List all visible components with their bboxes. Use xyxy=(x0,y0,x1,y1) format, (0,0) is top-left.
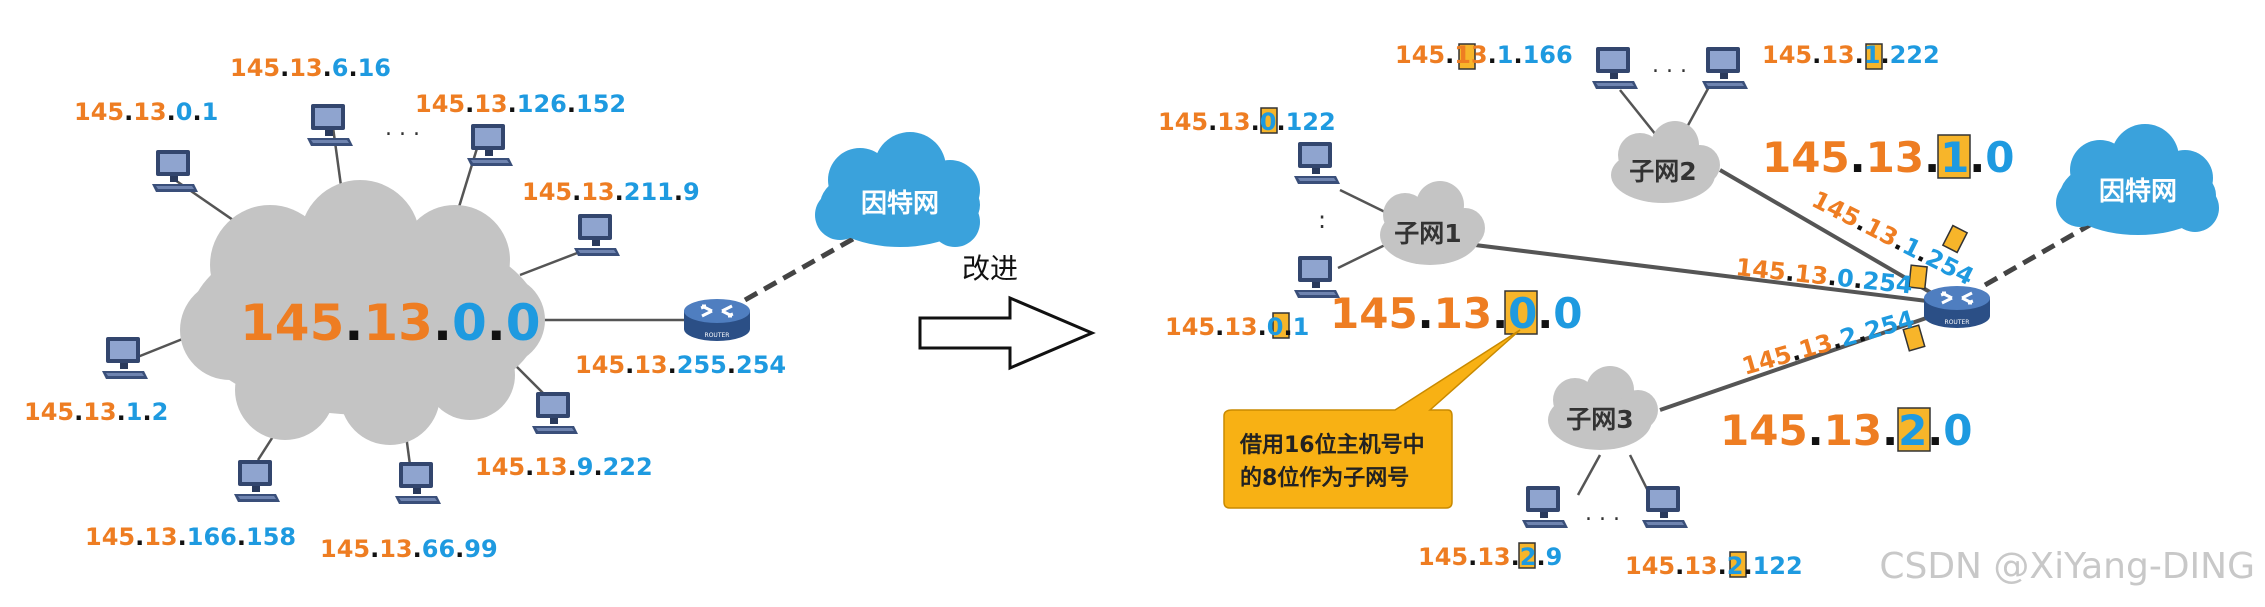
internet-cloud xyxy=(2056,124,2219,235)
router-icon xyxy=(1922,284,1992,330)
callout-line-2: 的8位作为子网号 xyxy=(1240,465,1409,491)
computer-icon xyxy=(102,337,148,379)
computer-icon xyxy=(1522,486,1568,528)
left-network-address: 145.13.0.0 xyxy=(240,294,541,352)
host-ip-label: 145.13.126.152 xyxy=(415,90,626,118)
host-ip-label: 145.13.0.1 xyxy=(74,98,218,126)
computer-icon xyxy=(532,392,578,434)
router-icon xyxy=(682,297,752,343)
subnet3-cloud xyxy=(1548,366,1658,450)
computer-icon xyxy=(1592,47,1638,89)
internet-label: 因特网 xyxy=(861,188,939,219)
computer-icon xyxy=(307,104,353,146)
computer-icon xyxy=(1642,486,1688,528)
computer-icon xyxy=(467,124,513,166)
host-ip-label: 145.13.1.166 xyxy=(1395,41,1573,69)
subnet-network-address: 145.13.0.0 xyxy=(1330,289,1583,338)
internet-link xyxy=(743,232,862,303)
router-ip-label: 145.13.2.254 xyxy=(1739,305,1918,381)
improve-arrow: 改进 xyxy=(918,252,1096,371)
internet-cloud xyxy=(815,132,980,247)
host-ip-label: 145.13.1.2 xyxy=(24,398,168,426)
watermark: CSDN @XiYang-DING xyxy=(1879,546,2255,587)
host-ip-label: 145.13.1.222 xyxy=(1762,41,1940,69)
host-ip-label: 145.13.6.16 xyxy=(230,54,391,82)
subnet2-cloud xyxy=(1611,121,1720,203)
subnet-label: 子网2 xyxy=(1629,157,1696,186)
host-ip-label: 145.13.0.122 xyxy=(1158,108,1336,136)
subnet-highlight-boxes xyxy=(1260,43,1971,578)
arrow-shape xyxy=(918,295,1096,371)
router-ip-label: 145.13.255.254 xyxy=(575,351,786,379)
computer-icon xyxy=(1702,47,1748,89)
internet-label: 因特网 xyxy=(2099,176,2177,207)
host-ip-label: 145.13.211.9 xyxy=(522,178,700,206)
computer-icon xyxy=(395,462,441,504)
ellipsis: : xyxy=(1318,206,1326,234)
right-network: 子网1 子网2 子网3 : . . . . . . xyxy=(1158,41,2219,580)
computer-icon xyxy=(574,214,620,256)
ellipsis: . . . xyxy=(1652,53,1687,78)
host-ip-label: 145.13.166.158 xyxy=(85,523,296,551)
callout-line-1: 借用16位主机号中 xyxy=(1239,432,1425,458)
left-network-cloud xyxy=(180,180,545,445)
subnet-label: 子网3 xyxy=(1566,405,1633,434)
computer-icon xyxy=(234,460,280,502)
host-ip-label: 145.13.9.222 xyxy=(475,453,653,481)
internet-link xyxy=(1983,219,2097,288)
arrow-label: 改进 xyxy=(962,252,1018,285)
subnet-label: 子网1 xyxy=(1394,219,1461,248)
ellipsis: . . . xyxy=(1585,501,1620,526)
subnet1-cloud xyxy=(1380,181,1485,265)
host-ip-label: 145.13.66.99 xyxy=(320,535,498,563)
host-ip-label: 145.13.0.1 xyxy=(1165,313,1309,341)
right-router-links xyxy=(1474,168,1937,412)
subnet-borrow-callout: 借用16位主机号中 的8位作为子网号 xyxy=(1223,329,1521,509)
left-network: 145.13.0.0 . . . 145.13.0.1 145.13.6.16 … xyxy=(24,54,980,563)
host-ip-label: 145.13.2.9 xyxy=(1418,543,1562,571)
router-ip-label: 145.13.0.254 xyxy=(1734,253,1914,299)
subnet-network-address: 145.13.2.0 xyxy=(1720,406,1973,455)
host-ip-label: 145.13.2.122 xyxy=(1625,552,1803,580)
computer-icon xyxy=(152,150,198,192)
subnet-network-address: 145.13.1.0 xyxy=(1762,133,2015,182)
left-ellipsis: . . . xyxy=(385,116,420,141)
computer-icon xyxy=(1294,142,1340,184)
